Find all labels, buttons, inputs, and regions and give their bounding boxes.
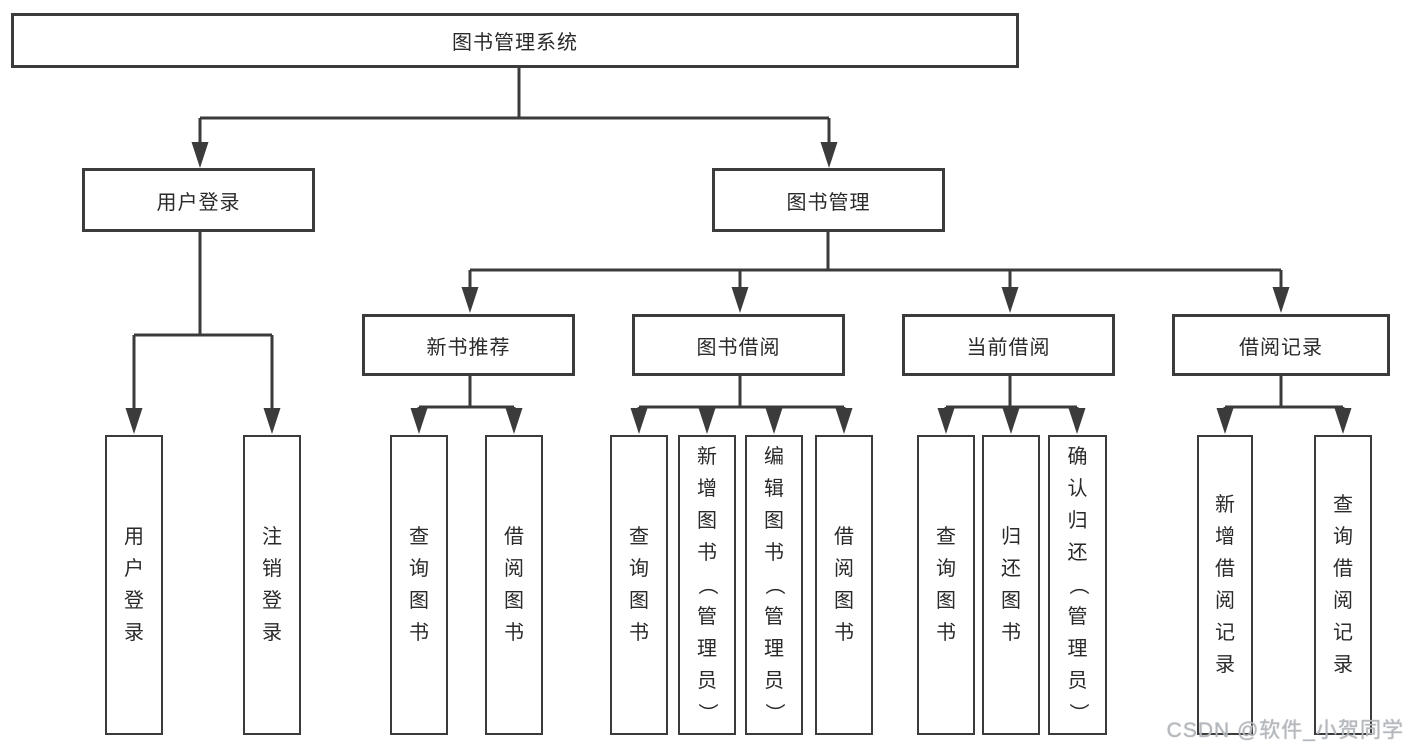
leaf-box-query-books-3: 查询图书 (917, 435, 975, 735)
arrowhead (1334, 408, 1352, 434)
arrowhead (263, 408, 281, 434)
arrowhead (630, 408, 648, 434)
node-box-new-book-recommend: 新书推荐 (362, 314, 575, 376)
connector-newbook-to-leaves (417, 376, 516, 426)
node-box-user-login: 用户登录 (82, 168, 315, 232)
arrowhead (461, 287, 479, 313)
leaf-box-query-books-2: 查询图书 (610, 435, 668, 735)
arrowhead (505, 408, 523, 434)
connector-root-to-level2 (198, 68, 831, 160)
connector-login-to-leaves (132, 232, 274, 426)
connector-records-to-leaves (1223, 376, 1345, 426)
leaf-box-user-login: 用户登录 (105, 435, 163, 735)
arrowhead (765, 408, 783, 434)
leaf-box-logout: 注销登录 (243, 435, 301, 735)
arrowhead (820, 142, 838, 168)
csdn-watermark: CSDN @软件_小贺同学 (1166, 719, 1404, 742)
leaf-box-edit-books-admin: 编辑图书（管理员） (745, 435, 803, 735)
connector-borrow-to-leaves (637, 376, 846, 426)
leaf-box-query-borrow-record: 查询借阅记录 (1314, 435, 1372, 735)
arrowhead (410, 408, 428, 434)
node-box-current-borrowing: 当前借阅 (902, 314, 1115, 376)
arrowhead (1068, 408, 1086, 434)
leaf-box-add-books-admin: 新增图书（管理员） (678, 435, 736, 735)
leaf-box-add-borrow-record: 新增借阅记录 (1197, 435, 1253, 735)
arrowhead (937, 408, 955, 434)
leaf-box-query-books-1: 查询图书 (390, 435, 448, 735)
arrowhead (125, 408, 143, 434)
arrowhead (835, 408, 853, 434)
connector-mgmt-to-level3 (468, 232, 1283, 306)
leaf-box-confirm-return-admin: 确认归还（管理员） (1048, 435, 1107, 735)
leaf-box-borrow-books-2: 借阅图书 (815, 435, 873, 735)
arrowhead (731, 287, 749, 313)
arrowhead (1001, 287, 1019, 313)
arrowhead (1002, 408, 1020, 434)
arrowhead (1272, 287, 1290, 313)
root-box-library-management-system: 图书管理系统 (11, 13, 1019, 68)
leaf-box-return-books: 归还图书 (982, 435, 1040, 735)
leaf-box-borrow-books-1: 借阅图书 (485, 435, 543, 735)
arrowhead (1216, 408, 1234, 434)
arrowhead (698, 408, 716, 434)
node-box-borrowing-records: 借阅记录 (1172, 314, 1390, 376)
node-box-book-management: 图书管理 (712, 168, 945, 232)
node-box-book-borrowing: 图书借阅 (632, 314, 845, 376)
arrowhead (191, 142, 209, 168)
